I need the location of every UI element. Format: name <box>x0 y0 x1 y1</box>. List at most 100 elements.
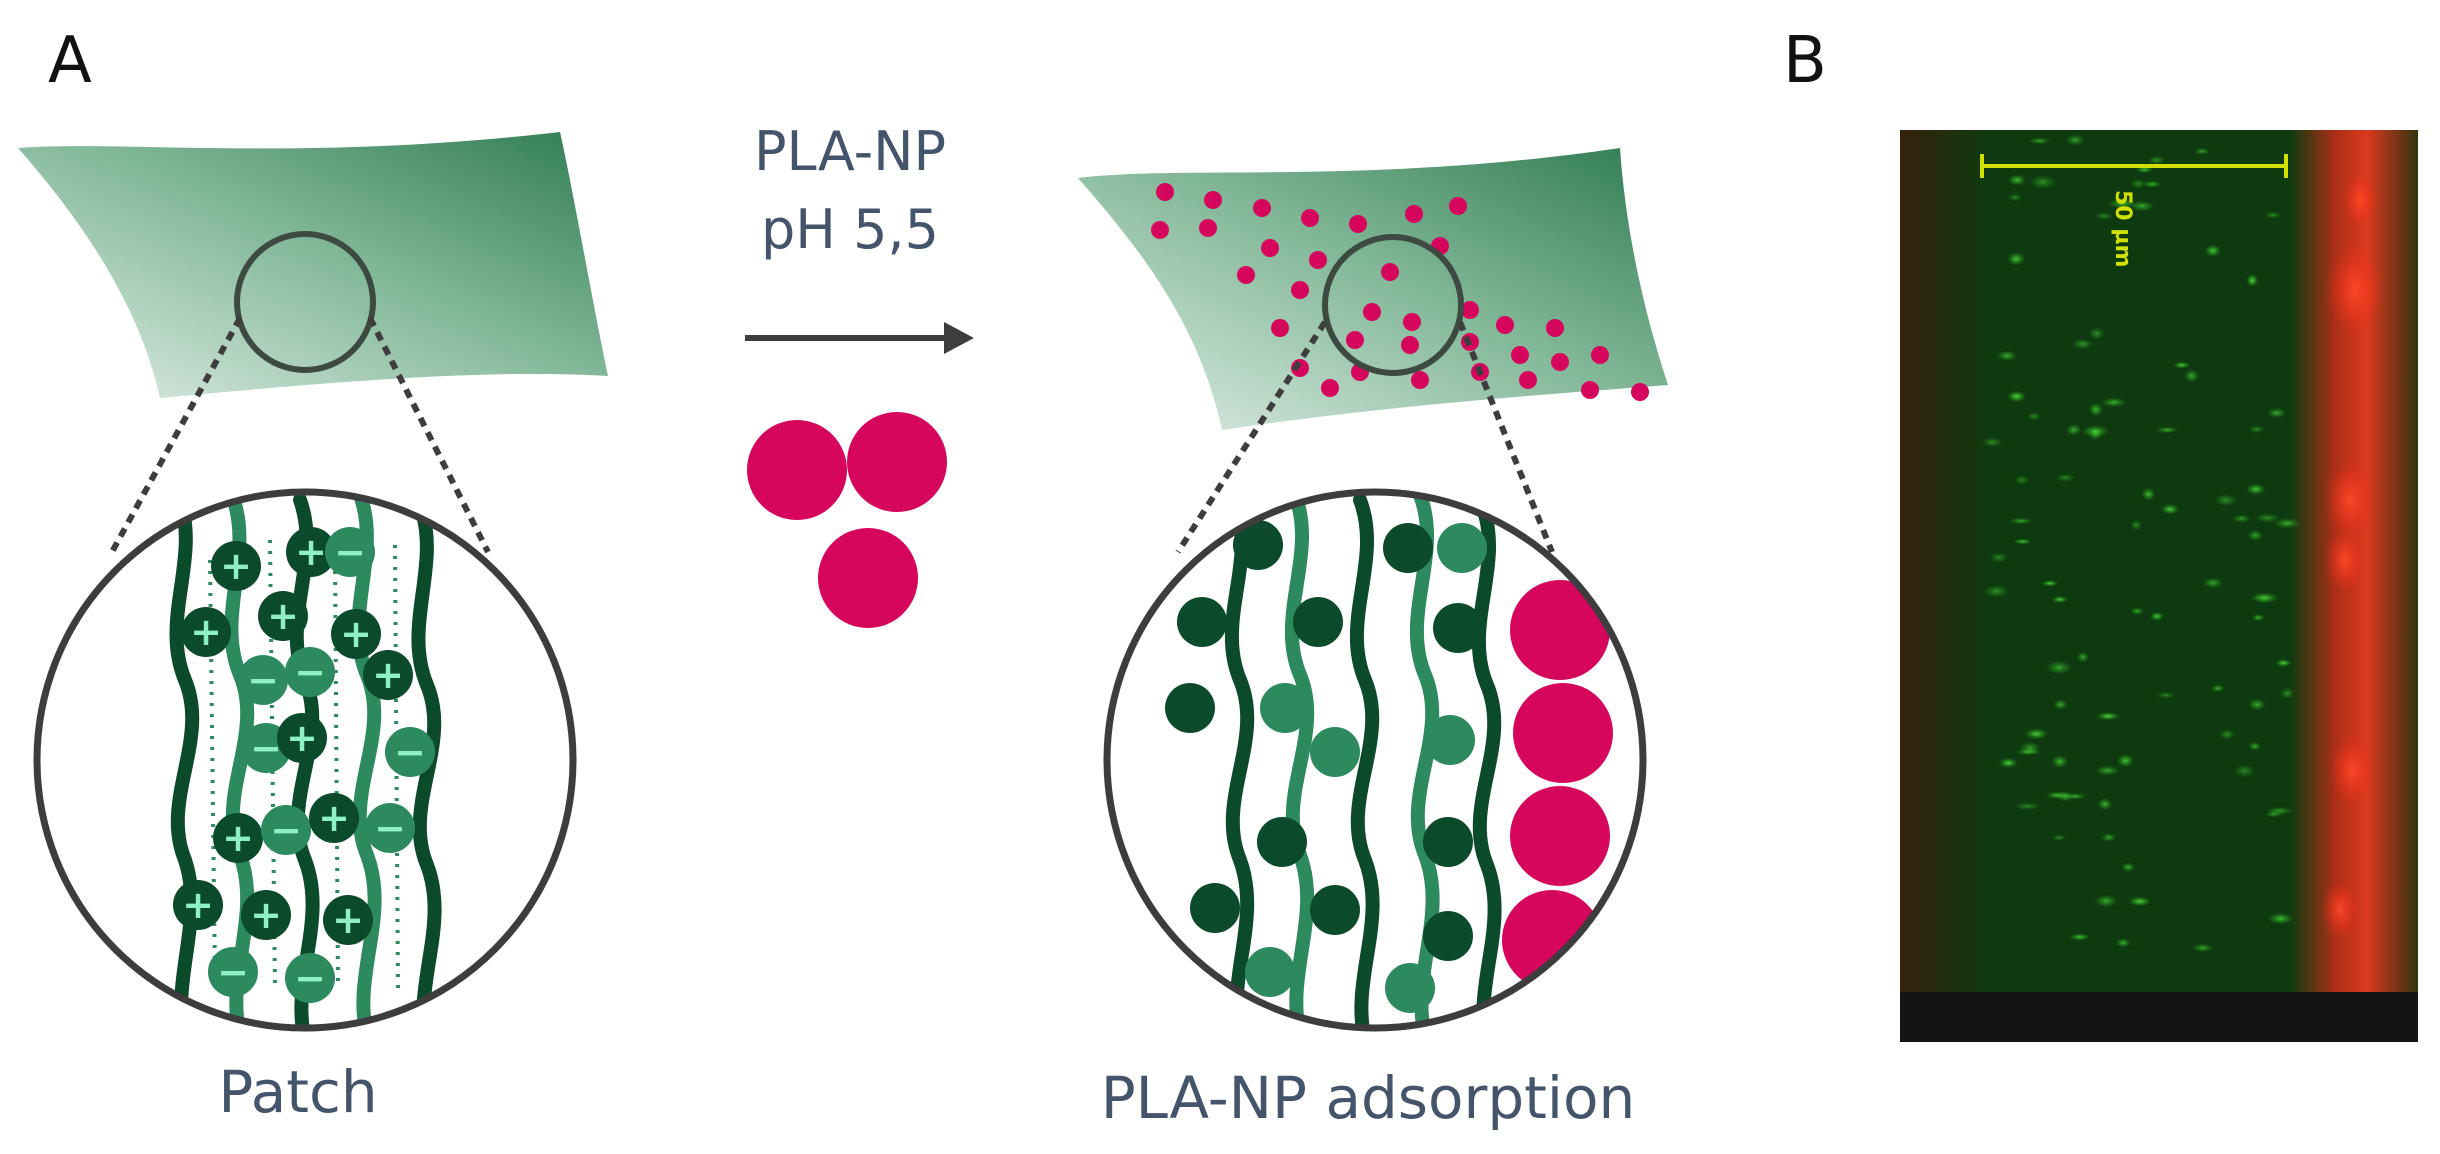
green-speckle <box>2027 412 2041 421</box>
neutral-bead <box>1257 817 1307 867</box>
chain-light-r2 <box>1284 492 1315 1028</box>
neutral-bead <box>1293 597 1343 647</box>
nanoparticle-dot <box>1151 221 1169 239</box>
adsorbed-nanoparticles-zoom <box>1502 580 1613 990</box>
reagent-label-line2: pH 5,5 <box>761 198 939 261</box>
negative-charge-symbol: − <box>270 808 302 852</box>
zoom-line-left-b <box>367 316 491 554</box>
negative-charge-bead <box>261 805 311 855</box>
nanoparticle-icon-3 <box>818 528 918 628</box>
negative-charge-bead <box>285 647 335 697</box>
positive-charge-bead <box>309 793 359 843</box>
green-speckle <box>2121 862 2136 873</box>
chain-dark-r3 <box>1349 493 1380 1028</box>
positive-charge-bead <box>213 813 263 863</box>
positive-charge-bead <box>331 609 381 659</box>
green-speckle <box>2007 174 2027 186</box>
nanoparticle-dot <box>1291 281 1309 299</box>
neutral-beads-right <box>1165 520 1487 1013</box>
positive-charge-symbol: + <box>372 653 404 697</box>
reaction-arrow-head-icon <box>944 322 974 354</box>
nanoparticle-dot <box>1461 301 1479 319</box>
positive-charge-symbol: + <box>340 612 372 656</box>
microscopy-image: 50 µm <box>1900 130 2418 1042</box>
nanoparticle-dot <box>1363 303 1381 321</box>
nanoparticle-zoom-2 <box>1513 683 1613 783</box>
zoom-ring-right <box>1322 234 1464 376</box>
neutral-bead <box>1165 683 1215 733</box>
green-speckle <box>2184 369 2200 383</box>
chain-dark-l1 <box>169 493 200 1028</box>
green-speckle <box>2248 425 2265 434</box>
green-speckle <box>2095 765 2120 776</box>
green-speckle <box>2029 175 2057 190</box>
nanoparticle-icon-1 <box>747 420 847 520</box>
green-speckle <box>2202 577 2224 589</box>
green-speckle <box>2108 198 2136 209</box>
green-speckle <box>2254 513 2281 523</box>
green-speckle <box>1998 757 2018 769</box>
micrograph-red-blobs <box>2322 174 2383 939</box>
green-speckle <box>2267 912 2294 925</box>
green-speckle <box>2081 425 2110 438</box>
positive-charge-symbol: + <box>286 716 318 760</box>
neutral-bead <box>1423 817 1473 867</box>
green-speckle <box>2094 894 2118 908</box>
green-speckle <box>2051 834 2067 841</box>
nanoparticle-dot <box>1156 183 1174 201</box>
green-speckle <box>2191 943 2214 953</box>
positive-charge-bead <box>173 880 223 930</box>
green-speckle <box>2245 483 2266 496</box>
neutral-bead <box>1310 727 1360 777</box>
green-speckle <box>2007 193 2023 202</box>
green-speckle <box>2007 252 2026 266</box>
neutral-bead <box>1190 883 1240 933</box>
zoom-line-right-a <box>1175 320 1328 554</box>
positive-charge-bead <box>258 591 308 641</box>
nanoparticle-zoom-1 <box>1510 580 1610 680</box>
positive-charge-symbol: + <box>190 610 222 654</box>
green-speckle <box>2218 729 2236 740</box>
positive-charge-bead <box>211 541 261 591</box>
neutral-bead <box>1437 523 1487 573</box>
positive-charge-symbol: + <box>182 883 214 927</box>
green-speckle <box>2051 754 2069 769</box>
nanoparticle-dot <box>1381 263 1399 281</box>
nanoparticle-dot <box>1346 331 1364 349</box>
nanoparticle-dot <box>1546 319 1564 337</box>
neutral-bead <box>1233 520 1283 570</box>
chain-light-l4 <box>351 492 382 1028</box>
green-speckle <box>2076 651 2090 663</box>
green-speckle <box>2128 896 2152 907</box>
charge-beads-left: ++−++++−−−+−+−+−+++−− <box>173 527 435 1003</box>
nanoparticle-dot <box>1405 205 1423 223</box>
green-speckle <box>2051 595 2069 604</box>
positive-charge-bead <box>241 890 291 940</box>
green-speckle <box>2046 791 2069 800</box>
zoom-circle-left <box>33 488 577 1032</box>
positive-charge-symbol: + <box>267 594 299 638</box>
chain-dark-l5 <box>411 498 442 1028</box>
scale-bar-label: 50 µm <box>2110 190 2135 267</box>
chain-dark-r5 <box>1471 498 1502 1028</box>
green-speckle <box>2065 134 2085 146</box>
green-speckle <box>2053 699 2068 710</box>
green-speckle <box>2141 487 2156 501</box>
label-pla-np-adsorption: PLA-NP adsorption <box>1101 1064 1636 1132</box>
nanoparticle-dot <box>1349 215 1367 233</box>
chain-dark-r1 <box>1224 493 1255 1028</box>
green-speckle <box>2130 519 2143 531</box>
green-speckle <box>2210 684 2225 693</box>
negative-charge-bead <box>365 803 415 853</box>
green-speckle <box>2045 660 2073 675</box>
green-speckle <box>2246 274 2259 287</box>
neutral-bead <box>1245 947 1295 997</box>
green-speckle <box>2161 504 2180 515</box>
micrograph-bottom-band <box>1900 992 2418 1042</box>
green-speckle <box>2101 833 2117 842</box>
positive-charge-bead <box>181 607 231 657</box>
green-speckle <box>2204 244 2222 257</box>
chain-dark-l3 <box>289 493 320 1028</box>
green-speckle <box>2267 407 2287 418</box>
negative-charge-bead <box>238 655 288 705</box>
